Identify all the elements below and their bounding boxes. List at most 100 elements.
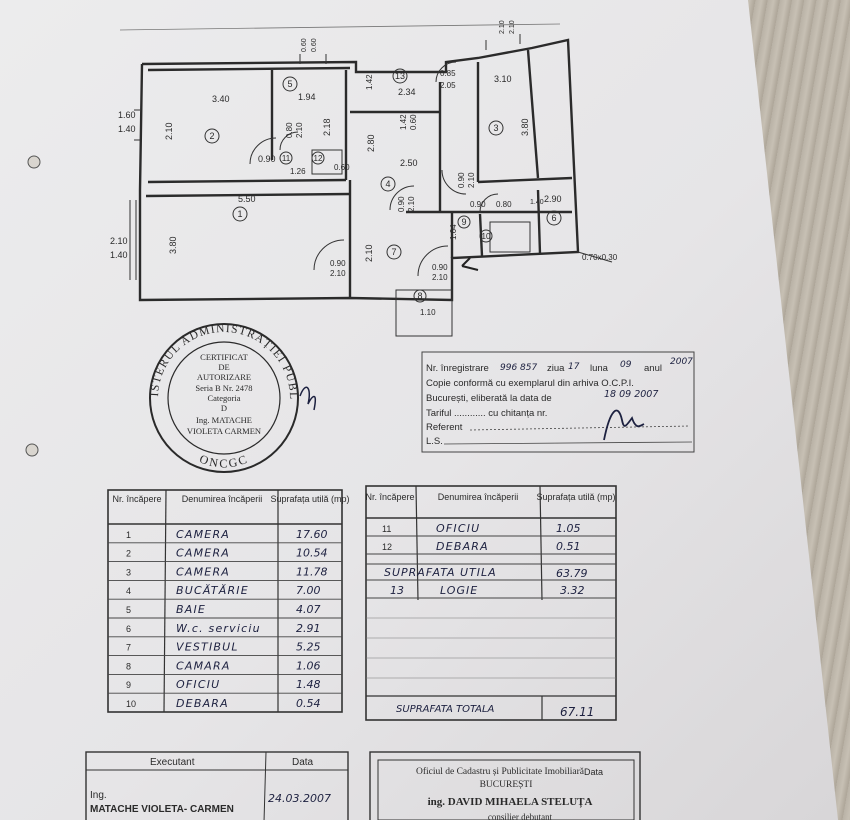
table-cell-room-area: 2.91: [296, 622, 321, 635]
room-number: 6: [551, 213, 556, 223]
table-cell-room-name: VESTIBUL: [176, 641, 239, 654]
table-cell-room-name: OFICIU: [436, 522, 480, 535]
plan-dim: 2.10: [364, 244, 374, 262]
plan-dim: 0.60: [334, 163, 350, 172]
table-header: Nr. încăpere: [365, 492, 414, 502]
plan-dim: 2.18: [322, 118, 332, 136]
plan-dim: 0.90: [470, 200, 486, 209]
plan-dim: 3.40: [212, 94, 230, 104]
plan-dim: 1.94: [298, 92, 316, 102]
stamp-line: VIOLETA CARMEN: [187, 426, 261, 436]
ocpi-city: BUCUREȘTI: [480, 780, 533, 790]
room-number: 12: [314, 154, 323, 163]
table-cell-room-area: 1.48: [296, 678, 321, 691]
row13-number: 13: [390, 584, 404, 597]
registry-luna-label: luna: [590, 363, 609, 374]
room-number: 8: [417, 291, 422, 301]
signature: [603, 409, 645, 441]
row13-name: LOGIE: [440, 584, 478, 597]
ocpi-label: Oficiul de Cadastru și Publicitate Imobi…: [416, 766, 585, 777]
registry-ziua-label: ziua: [547, 363, 565, 374]
plan-dim: 1.40: [530, 199, 544, 206]
plan-dim: 0.60: [409, 114, 418, 130]
plan-dim: 2.10: [407, 196, 416, 212]
table-cell-room-name: DEBARA: [436, 540, 489, 553]
stamp-line: DE: [218, 362, 229, 372]
room-number: 2: [209, 131, 214, 141]
table-cell-room-area: 4.07: [296, 603, 321, 616]
plan-dim: 1.10: [420, 308, 436, 317]
plan-dim: 0.90: [397, 196, 406, 212]
stamp-line: D: [221, 403, 227, 413]
table-cell-row-number: 10: [126, 699, 136, 709]
table-cell-room-name: DEBARA: [176, 697, 229, 710]
registry-nr-value: 996 857: [500, 363, 537, 373]
table-cell-room-area: 1.06: [296, 659, 321, 672]
executant-label: Executant: [150, 757, 195, 768]
plan-dim: 2.10: [499, 20, 506, 34]
plan-dim: 0.90: [330, 259, 346, 268]
table-cell-room-area: 0.51: [556, 540, 581, 553]
util-area-label: SUPRAFATA UTILA: [384, 566, 497, 579]
svg-text:Nr. înregistrare: Nr. înregistrare: [426, 363, 489, 374]
table-cell-row-number: 3: [126, 567, 131, 577]
plan-dim: 1.26: [290, 167, 306, 176]
stamp-line: CERTIFICAT: [200, 352, 248, 362]
registry-ziua-value: 17: [568, 362, 580, 372]
stamp-line: AUTORIZARE: [197, 372, 251, 382]
executant-name: MATACHE VIOLETA- CARMEN: [90, 804, 234, 815]
registry-anul-label: anul: [644, 363, 662, 374]
table-cell-room-name: BAIE: [176, 603, 206, 616]
ing-label: Ing.: [90, 790, 107, 801]
table-cell-row-number: 2: [126, 549, 131, 559]
table-header: Suprafața utilă (mp): [536, 492, 615, 502]
signature: [299, 386, 317, 411]
plan-dim: 2.34: [398, 87, 416, 97]
table-cell-row-number: 7: [126, 643, 131, 653]
plan-dim: 2.10: [509, 20, 516, 34]
registry-ls-label: L.S.: [426, 436, 443, 447]
svg-text:ONCGC: ONCGC: [198, 452, 251, 471]
table-header: Nr. încăpere: [112, 494, 161, 504]
stamp-line: Ing. MATACHE: [196, 415, 252, 425]
binder-hole: [25, 443, 39, 457]
plan-dim: 0.80: [285, 122, 294, 138]
floor-plan: 3.40 1.94 2.34 3.10 2.10 2.18 3.80 1.60 …: [110, 20, 618, 337]
table-header: Denumirea încăperii: [182, 494, 263, 504]
registry-bucharest-value: 18 09 2007: [604, 389, 658, 400]
plan-dim: 5.50: [238, 194, 256, 204]
table-cell-room-name: CAMERA: [176, 528, 230, 541]
plan-dim: 3.80: [520, 118, 530, 136]
ocpi-role: consilier debutant: [488, 812, 553, 820]
room-number: 3: [493, 123, 498, 133]
plan-dim: 0.70x0.30: [582, 253, 618, 262]
plan-dim: 2.10: [295, 122, 304, 138]
room-number: 13: [395, 71, 405, 81]
table-cell-room-area: 5.25: [296, 641, 321, 654]
plan-dim: 2.10: [467, 172, 476, 188]
ocpi-stamp-box: Oficiul de Cadastru și Publicitate Imobi…: [369, 751, 641, 820]
plan-dim: 1.64: [449, 224, 458, 240]
table-cell-room-name: W.c. serviciu: [176, 622, 261, 635]
registry-box: Nr. înregistrare 996 857 ziua 17 luna 09…: [421, 351, 695, 453]
table-header: Denumirea încăperii: [438, 492, 519, 502]
plan-dim: 0.85: [440, 69, 456, 78]
row13-area: 3.32: [560, 584, 585, 597]
table-cell-room-name: CAMARA: [176, 659, 231, 672]
table-cell-row-number: 12: [382, 542, 392, 552]
table-cell-row-number: 1: [126, 530, 131, 540]
total-area-value: 67.11: [560, 705, 594, 719]
data-label: Data: [292, 757, 314, 768]
rooms-table-right: Nr. încăpere Denumirea încăperii Suprafa…: [365, 485, 617, 721]
registry-anul-value: 2007: [670, 357, 693, 367]
table-cell-row-number: 4: [126, 586, 131, 596]
table-cell-row-number: 9: [126, 680, 131, 690]
stamp-line: Seria B Nr. 2478: [195, 383, 252, 393]
table-cell-room-name: CAMERA: [176, 565, 230, 578]
table-cell-row-number: 6: [126, 624, 131, 634]
plan-dim: 2.10: [432, 273, 448, 282]
ocpi-name: ing. DAVID MIHAELA STELUȚA: [428, 796, 593, 808]
table-cell-row-number: 11: [382, 524, 391, 534]
plan-dim: 1.42: [365, 74, 374, 90]
table-cell-room-area: 17.60: [296, 528, 328, 541]
